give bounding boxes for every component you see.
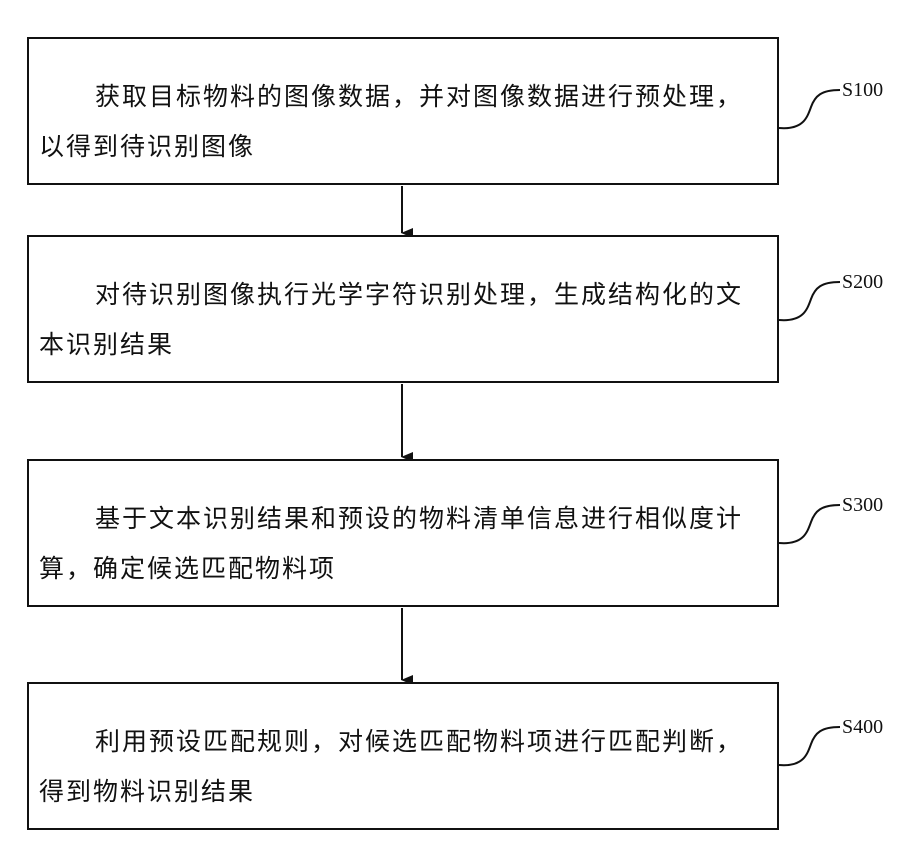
step-label-s300: S300 (842, 494, 883, 516)
label-leader-s400 (779, 727, 840, 765)
step-box-s100: 获取目标物料的图像数据，并对图像数据进行预处理，以得到待识别图像 (27, 37, 779, 185)
step-text-s300: 基于文本识别结果和预设的物料清单信息进行相似度计算，确定候选匹配物料项 (39, 494, 765, 594)
step-label-s400: S400 (842, 716, 883, 738)
step-text-s100: 获取目标物料的图像数据，并对图像数据进行预处理，以得到待识别图像 (39, 72, 765, 172)
step-text-s400: 利用预设匹配规则，对候选匹配物料项进行匹配判断，得到物料识别结果 (39, 717, 765, 817)
label-leader-s200 (779, 282, 840, 320)
step-box-s400: 利用预设匹配规则，对候选匹配物料项进行匹配判断，得到物料识别结果 (27, 682, 779, 830)
label-leader-s100 (779, 90, 840, 128)
step-box-s200: 对待识别图像执行光学字符识别处理，生成结构化的文本识别结果 (27, 235, 779, 383)
step-label-s200: S200 (842, 271, 883, 293)
step-text-s200: 对待识别图像执行光学字符识别处理，生成结构化的文本识别结果 (39, 270, 765, 370)
step-box-s300: 基于文本识别结果和预设的物料清单信息进行相似度计算，确定候选匹配物料项 (27, 459, 779, 607)
label-leader-s300 (779, 505, 840, 543)
step-label-s100: S100 (842, 79, 883, 101)
